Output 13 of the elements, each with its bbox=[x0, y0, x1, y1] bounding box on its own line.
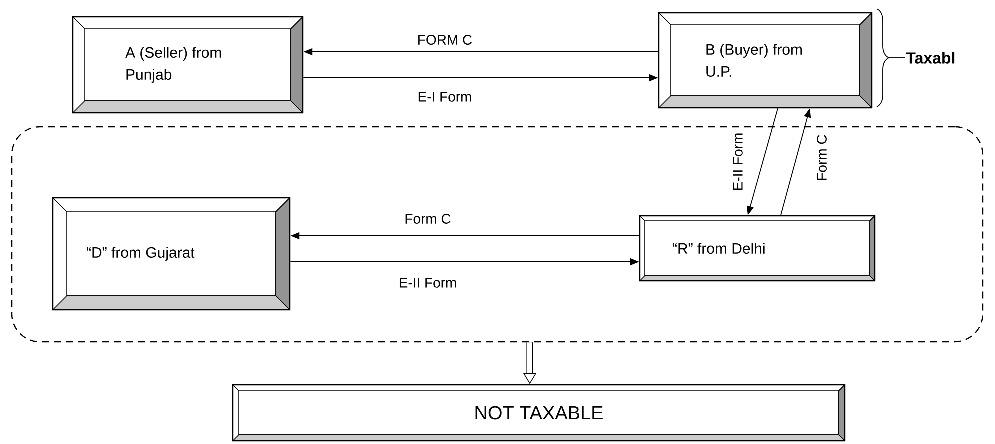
bevel-box: “D” from Gujarat bbox=[52, 197, 291, 311]
edge-label: E-I Form bbox=[418, 92, 472, 102]
edge-label: Form C bbox=[406, 214, 451, 224]
dashed-region bbox=[11, 126, 984, 343]
edge-label: E-II Form bbox=[400, 278, 456, 288]
bevel-box: NOT TAXABLE bbox=[232, 384, 846, 442]
edge-label: Form C bbox=[817, 135, 827, 180]
bevel-box: A (Seller) from Punjab bbox=[72, 16, 304, 114]
edge-label: E-II Form bbox=[733, 134, 743, 190]
edge-label: FORM C bbox=[418, 35, 472, 45]
bevel-box: B (Buyer) from U.P. bbox=[658, 12, 873, 109]
bracket-label: Taxabl bbox=[906, 52, 955, 64]
bevel-box: “R” from Delhi bbox=[639, 215, 876, 282]
